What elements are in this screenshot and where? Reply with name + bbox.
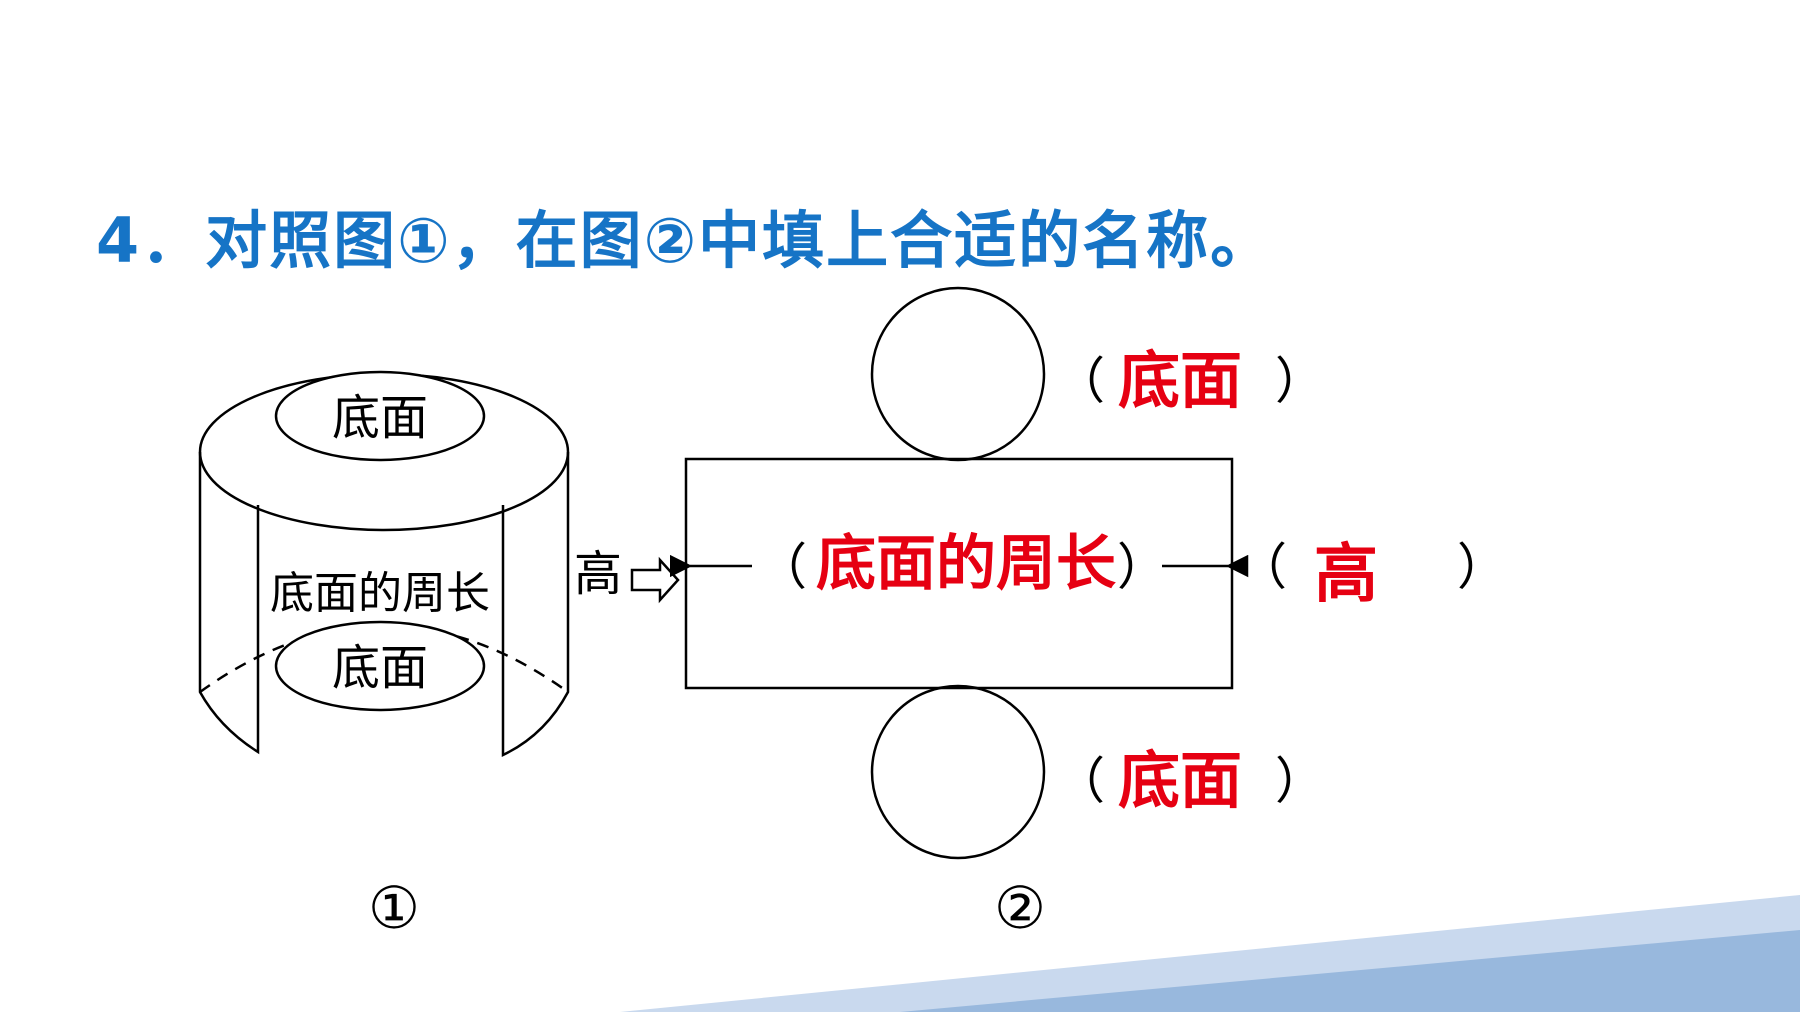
figure1-top-base: [274, 370, 486, 462]
figure1-side-label: 底面的周长: [270, 568, 490, 619]
figure1-number: ①: [368, 874, 420, 942]
cylinder-left-wall: [198, 452, 260, 755]
figure1-top-label: 底面: [332, 390, 428, 446]
question-title: 4．对照图①，在图②中填上合适的名称。: [96, 204, 1275, 277]
height-paren-close: ）: [1457, 538, 1507, 596]
width-answer: 底面的周长: [816, 529, 1116, 599]
decor-band-dark: [900, 930, 1800, 1012]
height-answer: 高: [1314, 538, 1378, 612]
figure1-height-label: 高: [574, 546, 622, 602]
width-paren-open: （: [757, 538, 807, 596]
figure2-top-circle: [870, 286, 1046, 462]
width-paren-close: ）: [1117, 538, 1167, 596]
height-paren-open: （: [1237, 538, 1287, 596]
bottom-paren-close: ）: [1275, 752, 1325, 810]
figure1-bottom-base: [274, 620, 486, 712]
cylinder-right-wall: [501, 452, 570, 757]
bottom-answer: 底面: [1118, 744, 1242, 817]
figure2-number: ②: [994, 874, 1046, 942]
figure2-bottom-circle: [870, 684, 1046, 860]
hollow-arrow-icon: [630, 556, 680, 604]
bottom-paren-open: （: [1055, 752, 1105, 810]
figure1-bottom-label: 底面: [332, 640, 428, 696]
top-paren-open: （: [1055, 352, 1105, 410]
top-paren-close: ）: [1275, 352, 1325, 410]
top-answer: 底面: [1118, 344, 1242, 417]
